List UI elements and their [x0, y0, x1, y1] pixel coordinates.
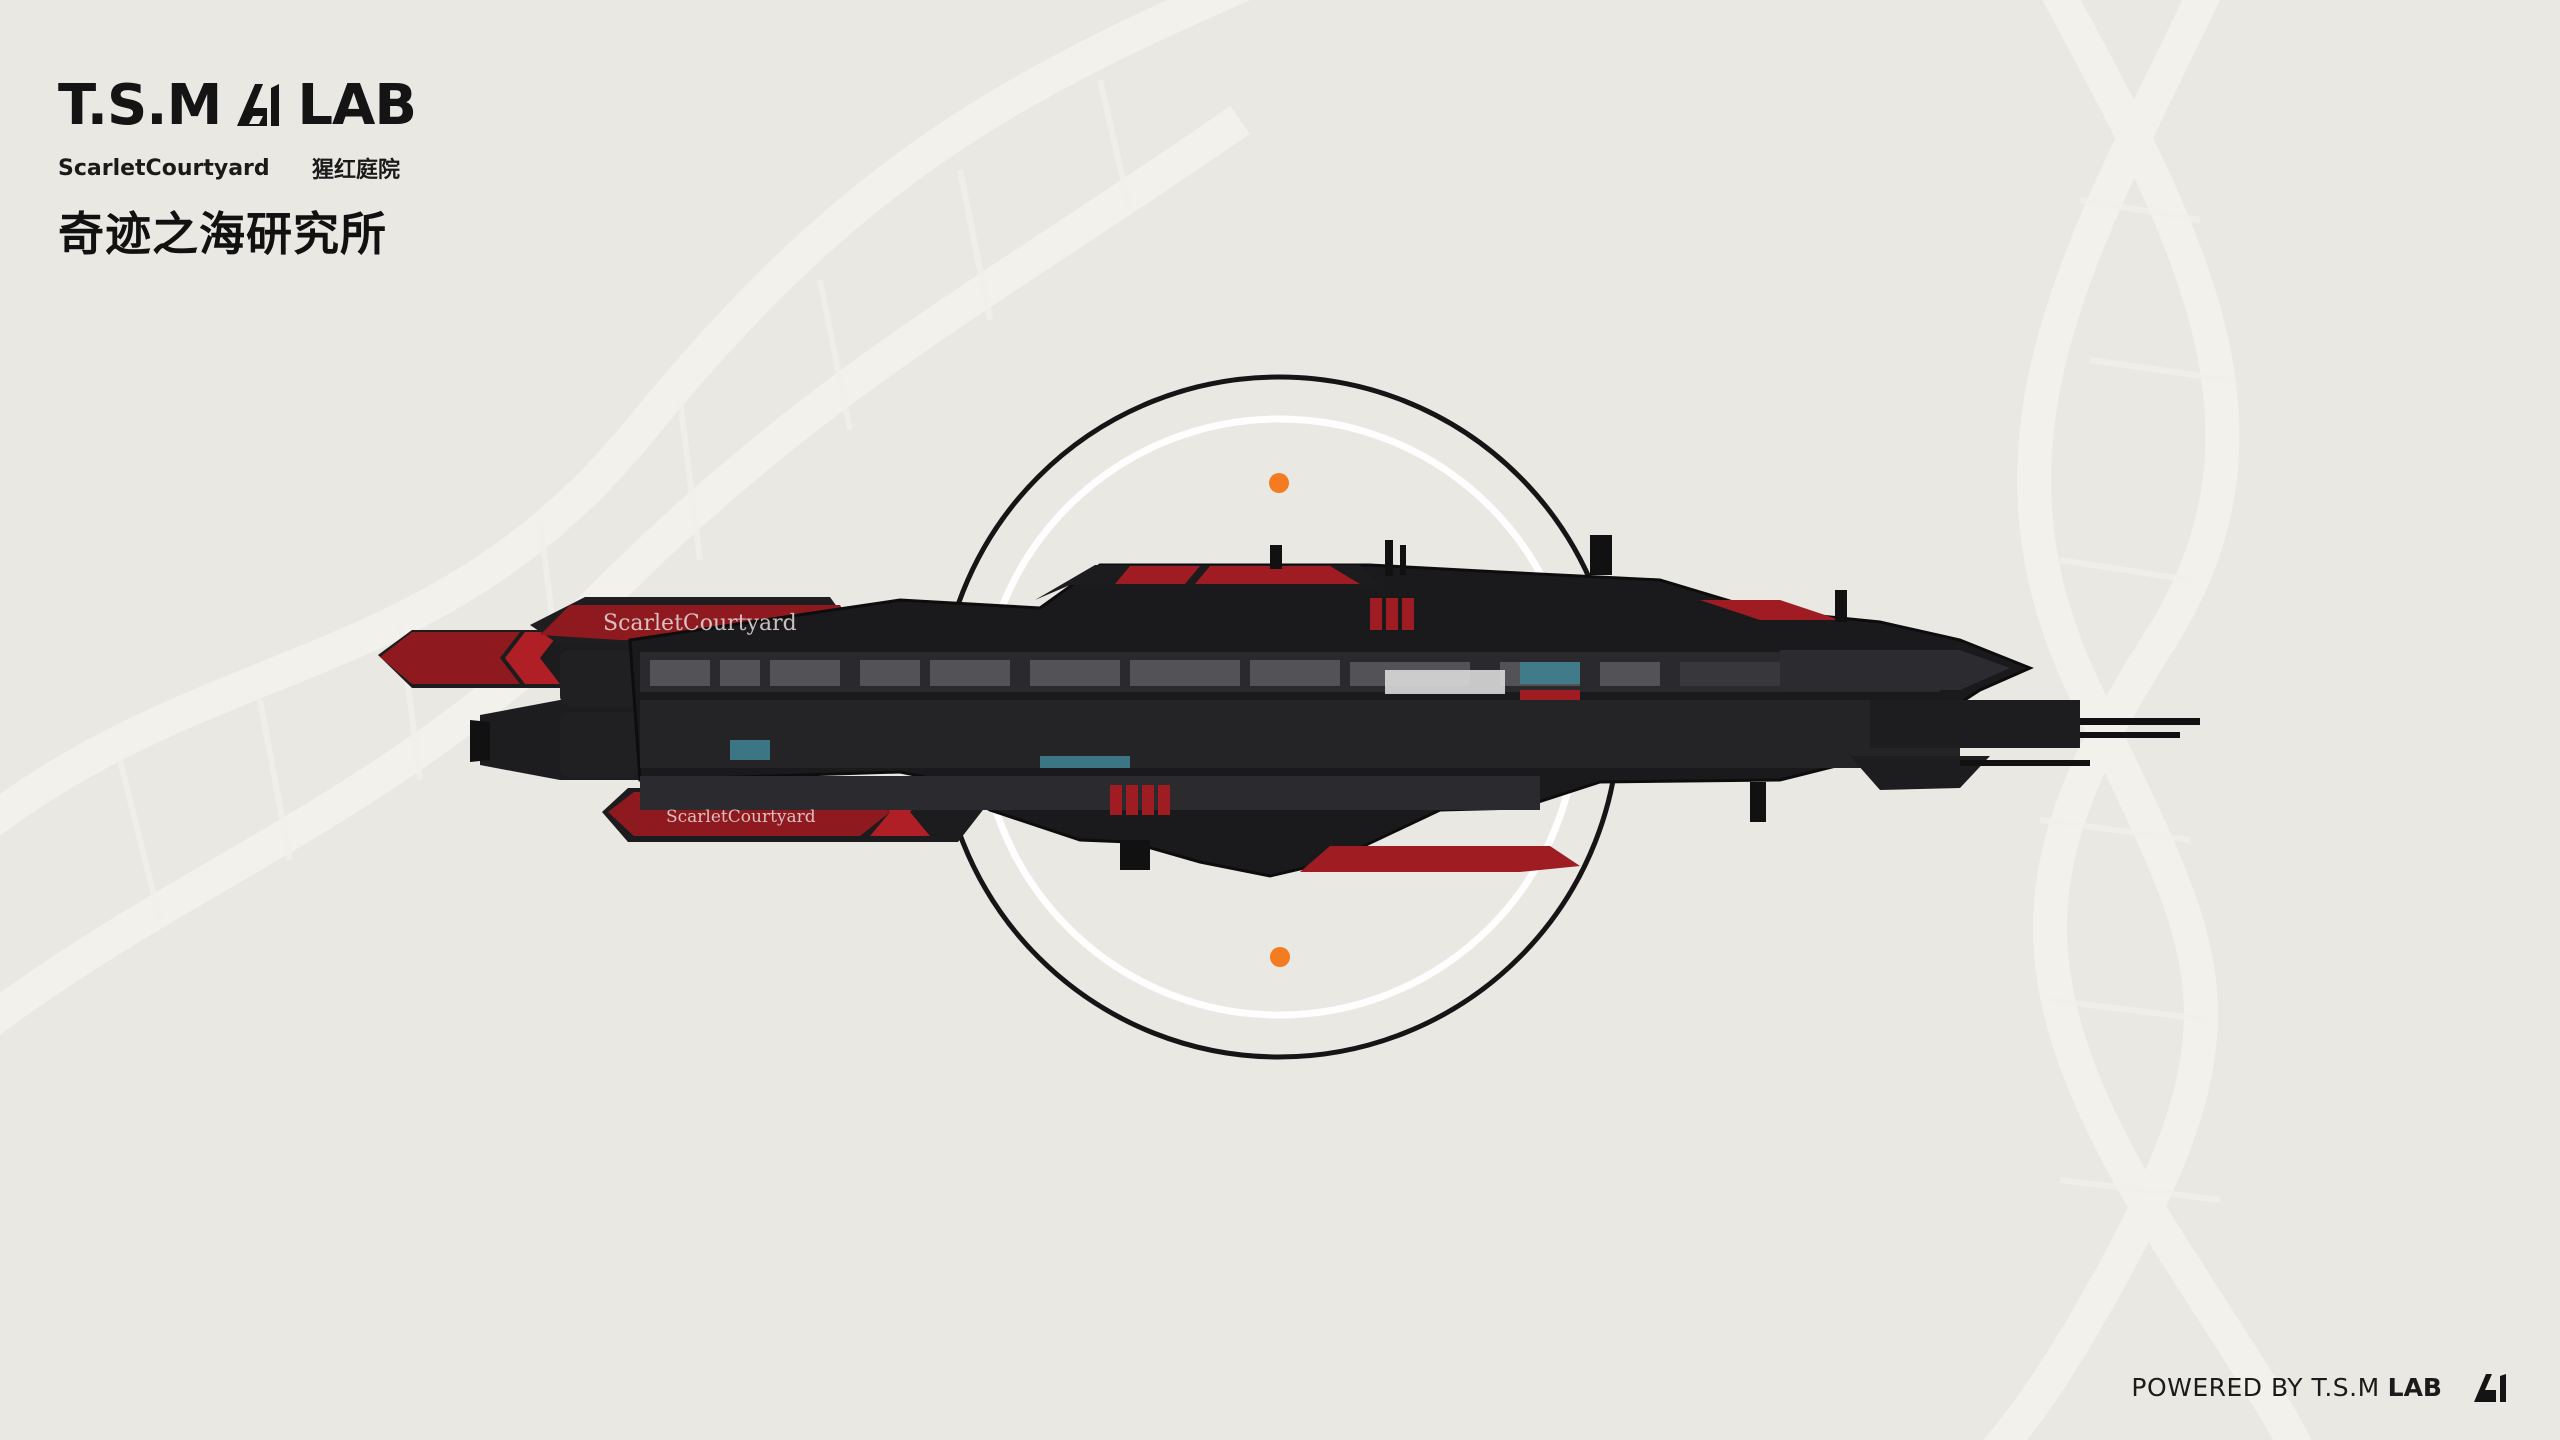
hull-label-lower: ScarletCourtyard	[666, 807, 816, 827]
footer-credit: POWERED BY T.S.M LAB	[2131, 1370, 2512, 1404]
hull-label-upper: ScarletCourtyard	[603, 611, 797, 636]
main-hull	[628, 535, 2200, 878]
ship-name-english: ScarletCourtyard	[58, 155, 270, 181]
tsm-lab-logo-icon	[237, 84, 280, 126]
orange-dot-top	[1269, 473, 1289, 493]
brand-logo-row: T.S.M LAB	[58, 64, 418, 134]
institute-title: 奇迹之海研究所	[58, 207, 387, 261]
ship-name-chinese: 猩红庭院	[311, 158, 400, 183]
orange-dot-bottom	[1270, 947, 1290, 967]
left-engines	[470, 650, 640, 780]
brand-tsm-text: T.S.M	[58, 73, 222, 138]
brand-header: T.S.M LAB ScarletCourtyard 猩红庭院 奇迹之海研究所	[58, 64, 418, 264]
footer-lab-text: LAB	[2387, 1372, 2442, 1402]
tsm-lab-logo-icon	[2474, 1374, 2506, 1402]
brand-subtitle-row: ScarletCourtyard 猩红庭院	[58, 152, 400, 184]
brand-lab-text: LAB	[297, 73, 417, 138]
powered-by-text: POWERED BY T.S.M	[2131, 1372, 2380, 1402]
